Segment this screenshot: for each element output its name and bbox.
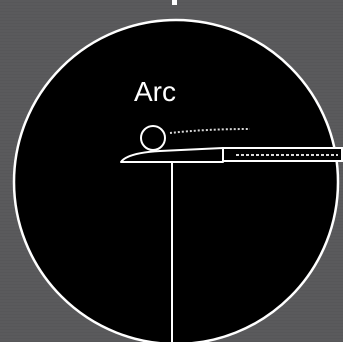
outer-disc [14, 20, 338, 342]
arc-label: Arc [134, 76, 176, 107]
cropped-glyph-fragment [172, 0, 177, 5]
ball [141, 126, 165, 150]
